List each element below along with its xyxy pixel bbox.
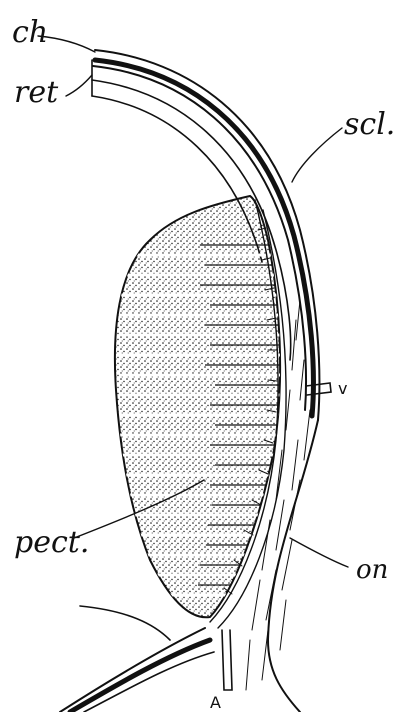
label-scl: scl. — [344, 107, 395, 142]
label-a: A — [210, 693, 221, 712]
pecten — [115, 196, 286, 628]
label-ch: ch — [12, 15, 48, 50]
label-ret: ret — [14, 75, 59, 110]
label-pect: pect. — [14, 525, 89, 560]
label-v: v — [338, 379, 347, 398]
lower-wall — [60, 606, 214, 712]
label-on: on — [356, 555, 388, 585]
artery-a — [222, 630, 232, 690]
